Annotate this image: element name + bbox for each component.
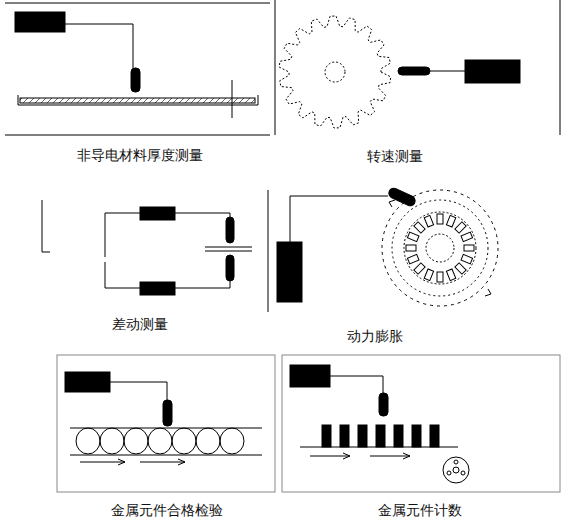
caption: 动力膨胀	[345, 328, 405, 346]
caption: 金属元件合格检验	[109, 502, 225, 520]
inspection-panel	[57, 355, 275, 492]
caption: 非导电材料厚度测量	[75, 147, 205, 165]
differential-panel	[42, 200, 252, 295]
caption: 转速测量	[365, 148, 425, 166]
thickness-panel	[5, 3, 270, 135]
expansion-panel	[268, 187, 498, 312]
caption: 金属元件计数	[376, 502, 464, 520]
caption: 差动测量	[110, 316, 170, 334]
counting-panel	[282, 355, 560, 492]
speed-panel	[275, 0, 560, 135]
